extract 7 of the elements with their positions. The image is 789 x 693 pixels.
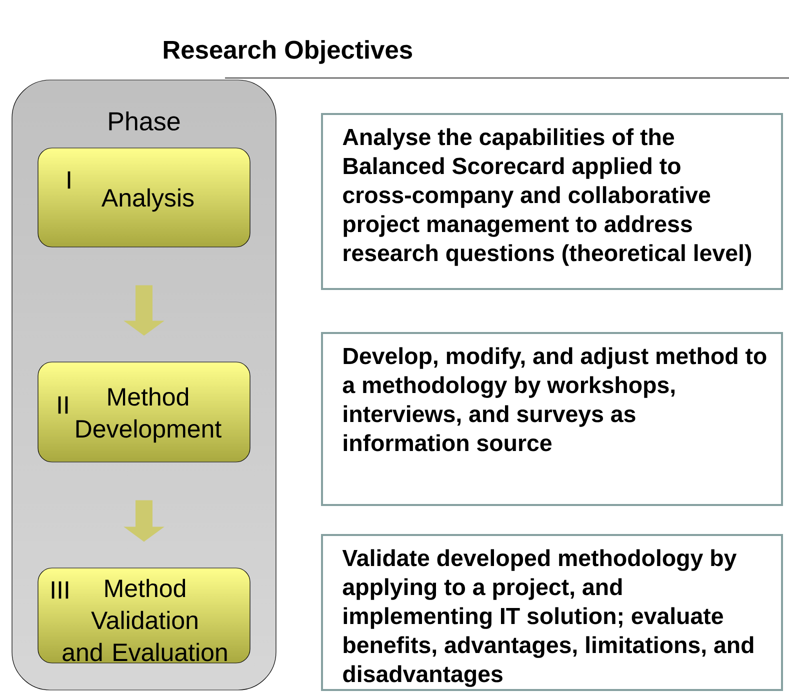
objective-box: Develop, modify, and adjust method to a methodology by workshops, interviews, and surveys as information source (321, 332, 784, 506)
objective-box: Validate developed methodology by applying to a project, and implementing IT solution; evaluate benefits, advantages, limitations, and disadvantages (321, 534, 784, 691)
phase-box: I Analysis (38, 148, 250, 248)
objective-box: Analyse the capabilities of the Balanced Scorecard applied to cross-company and collaborative project management to address research questions (theoretical level) (321, 113, 784, 290)
phase-box: II Method Development (38, 362, 250, 462)
title: Research Objectives (164, 40, 412, 64)
phase-box: III Method Validation and Evaluation (38, 568, 250, 664)
